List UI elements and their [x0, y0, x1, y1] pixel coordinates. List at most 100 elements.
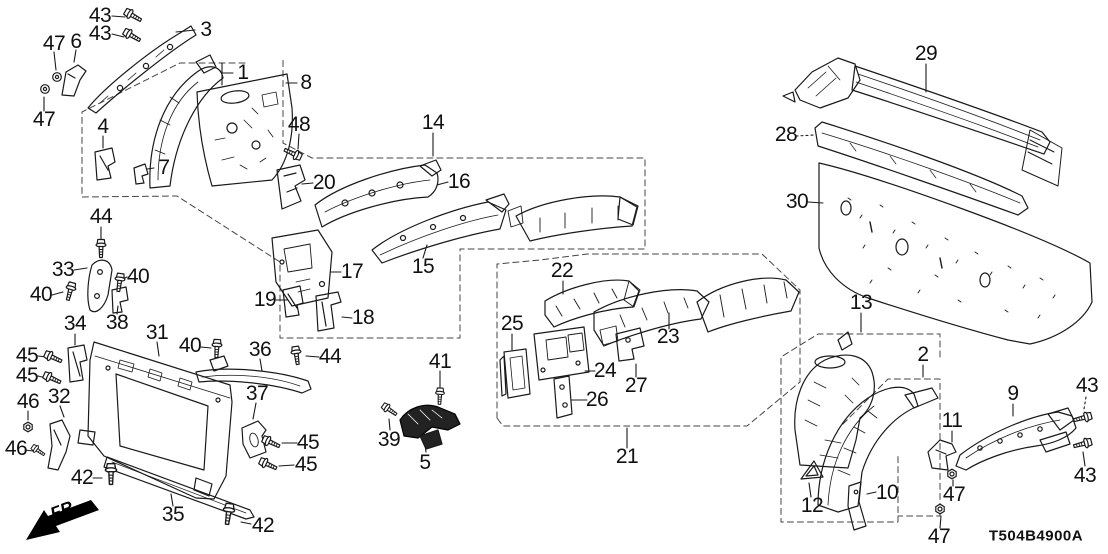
part-3-upper-rail-drawing [87, 25, 197, 114]
part-number-callout: 7 [158, 156, 170, 179]
part-number-callout: 40 [178, 334, 202, 357]
part-number-callout: 29 [914, 42, 938, 65]
part-number-callout: 28 [774, 123, 798, 146]
parts-line-art [26, 25, 1093, 540]
bolt-45-icon [257, 455, 279, 474]
part-23-rail-drawing [593, 289, 710, 347]
part-number-callout: 48 [287, 113, 311, 136]
leader-lines [24, 15, 1087, 529]
part-number-callout: 39 [377, 428, 401, 451]
part-number-callout: 35 [161, 503, 185, 526]
part-12-cover-drawing [800, 460, 824, 480]
washer-47-icon [52, 72, 62, 82]
part-number-callout: 8 [300, 71, 312, 94]
part-37-bracket-drawing [241, 420, 267, 459]
part-6-bracket-drawing [61, 64, 87, 97]
part-number-callout: 45 [15, 344, 39, 367]
part-number-callout: 45 [296, 431, 320, 454]
part-number-callout: 42 [70, 466, 94, 489]
bolt-43-icon [1072, 436, 1094, 452]
bolt-43-icon [122, 6, 144, 26]
part-11-bracket-drawing [927, 439, 957, 471]
part-number-callout: 1 [237, 61, 249, 84]
part-number-callout: 32 [47, 385, 71, 408]
part-34-bracket-drawing [67, 344, 88, 383]
part-30-dashboard-lower-panel-drawing [818, 162, 1093, 345]
part-14-set-rail-drawing [507, 195, 639, 242]
part-number-callout: 17 [340, 260, 364, 283]
part-24-bulkhead-panel-drawing [533, 326, 590, 381]
bolt-42-icon [104, 462, 118, 486]
part-number-callout: 45 [294, 453, 318, 476]
part-number-callout: 21 [615, 445, 639, 468]
bolt-40-icon [210, 338, 223, 359]
part-number-callout: 36 [248, 338, 272, 361]
part-10-bracket-drawing [847, 481, 867, 531]
part-number-callout: 24 [593, 359, 617, 382]
part-number-callout: 25 [500, 312, 524, 335]
part-number-callout: 30 [785, 190, 809, 213]
part-number-callout: 18 [351, 306, 375, 329]
part-number-callout: 43 [88, 4, 112, 27]
assembly-boundary-outlines [81, 59, 941, 523]
outline-group-2 [842, 378, 941, 517]
diagram-part-code: T504B4900A [988, 527, 1084, 545]
part-number-callout: 34 [63, 312, 87, 335]
part-number-callout: 43 [1075, 374, 1099, 397]
part-number-callout: 22 [550, 259, 574, 282]
part-number-callout: 33 [51, 258, 75, 281]
part-number-callout: 3 [200, 18, 212, 41]
part-number-callout: 40 [29, 283, 53, 306]
part-25-panel-drawing [499, 348, 531, 399]
part-18-bracket-drawing [315, 291, 342, 332]
bolt-44-icon [95, 238, 107, 259]
part-number-callout: 13 [849, 291, 873, 314]
nut-46-icon [23, 421, 33, 433]
part-27-bracket-drawing [615, 327, 645, 362]
outline-group-13 [780, 333, 941, 523]
part-number-callout: 38 [105, 311, 129, 334]
part-number-callout: 16 [447, 170, 471, 193]
part-33-bracket-drawing [87, 259, 113, 313]
part-36-side-bar-drawing [195, 355, 312, 394]
part-9-upper-rail-rear-drawing [955, 407, 1077, 471]
part-number-callout: 47 [42, 32, 66, 55]
part-number-callout: 10 [875, 481, 899, 504]
part-16-upper-member-drawing [314, 159, 442, 228]
part-number-callout: 20 [312, 171, 336, 194]
part-number-callout: 27 [624, 374, 648, 397]
part-29-cowl-top-drawing [782, 57, 1063, 187]
bolt-43-icon [1072, 410, 1094, 426]
part-number-callout: 43 [88, 22, 112, 45]
part-number-callout: 19 [253, 288, 277, 311]
screw-39-icon [379, 401, 400, 419]
part-number-callout: 9 [1007, 382, 1019, 405]
part-number-callout: 23 [656, 325, 680, 348]
bolt-45-icon [260, 433, 282, 452]
part-13-wheelhouse-tower-drawing [794, 331, 875, 469]
outline-group-1-8-14 [81, 59, 646, 339]
part-31-radiator-support-drawing [77, 341, 233, 500]
part-number-callout: 42 [251, 514, 275, 537]
part-number-callout: 2 [917, 343, 929, 366]
nut-47-icon [947, 468, 957, 480]
bolt-40-icon [62, 280, 78, 302]
part-number-callout: 44 [318, 345, 342, 368]
bolt-44-icon [289, 345, 304, 366]
part-number-callout: 47 [927, 525, 951, 548]
part-number-callout: 40 [126, 265, 150, 288]
fr-direction-arrow [26, 500, 99, 540]
part-number-callout: 45 [15, 364, 39, 387]
part-19-bracket-drawing [282, 285, 304, 318]
part-4-bracket-drawing [94, 147, 116, 181]
part-number-callout: 14 [421, 111, 445, 134]
part-number-callout: 37 [245, 382, 269, 405]
part-number-callout: 4 [97, 115, 109, 138]
part-7-bracket-drawing [133, 163, 149, 185]
part-number-callout: 15 [411, 255, 435, 278]
washer-47-icon [40, 84, 50, 94]
part-number-callout: 47 [32, 108, 56, 131]
part-35-lower-crossmember-drawing [103, 456, 255, 520]
